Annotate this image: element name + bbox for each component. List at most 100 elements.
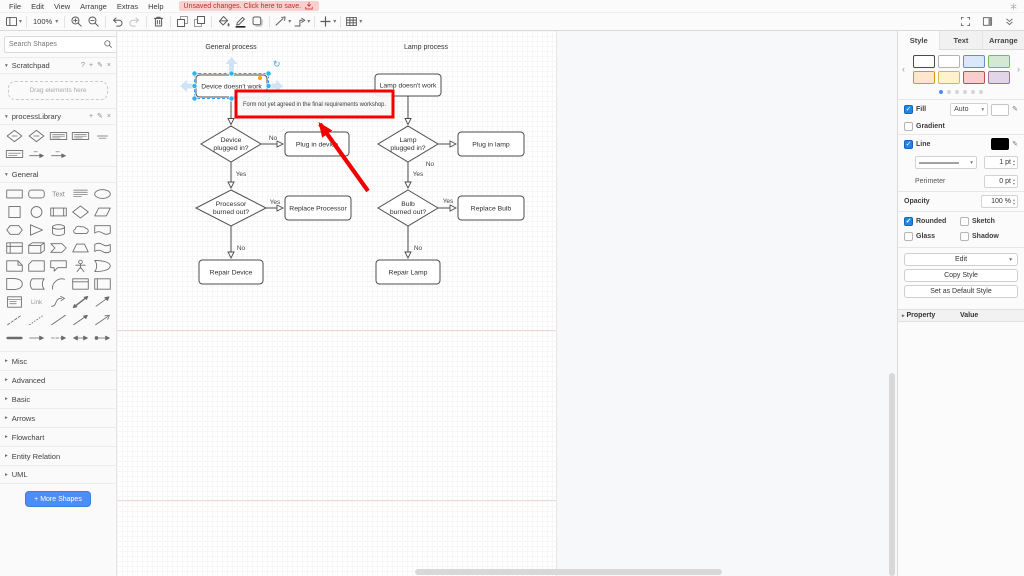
- zoom-in-button[interactable]: [68, 14, 85, 29]
- edge-label[interactable]: No: [236, 244, 247, 253]
- style-preset-4[interactable]: [912, 71, 935, 84]
- shape-square[interactable]: [4, 204, 25, 220]
- shadow-button[interactable]: [249, 14, 266, 29]
- flowchart-edge[interactable]: Yes: [266, 198, 283, 208]
- flowchart-node-replace-processor[interactable]: Replace Processor: [284, 195, 352, 221]
- save-icon[interactable]: [304, 1, 314, 11]
- redo-icon[interactable]: [128, 15, 141, 28]
- delete-icon[interactable]: [152, 15, 165, 28]
- stepper-arrows-icon[interactable]: ▴▾: [1012, 196, 1015, 206]
- shape-list[interactable]: [4, 294, 25, 310]
- sidebar-section-entity-relation[interactable]: ▸Entity Relation: [0, 446, 116, 465]
- theme-icon[interactable]: [1009, 2, 1018, 11]
- style-preset-1[interactable]: [937, 55, 960, 68]
- menu-edit[interactable]: Edit: [31, 1, 45, 11]
- sidebar-section-basic[interactable]: ▸Basic: [0, 389, 116, 408]
- edge-label[interactable]: Yes: [235, 170, 248, 179]
- copy-style-button[interactable]: Copy Style: [904, 269, 1018, 282]
- rotate-handle[interactable]: ↻: [273, 59, 281, 69]
- selection-handle[interactable]: [191, 95, 198, 102]
- stepper-arrows-icon[interactable]: ▴▾: [1012, 157, 1015, 167]
- style-preset-5[interactable]: [937, 71, 960, 84]
- scratchpad-drop-area[interactable]: Drag elements here: [8, 81, 108, 100]
- shape-connector-dot[interactable]: [92, 330, 113, 346]
- glass-checkbox[interactable]: [904, 232, 913, 241]
- fill-checkbox[interactable]: [904, 105, 913, 114]
- line-color-icon[interactable]: [234, 15, 247, 28]
- flowchart-node-repair-lamp[interactable]: Repair Lamp: [375, 259, 441, 285]
- selection-handle[interactable]: [265, 70, 272, 77]
- waypoints-button[interactable]: ▾: [292, 14, 311, 29]
- shape-data-storage[interactable]: [26, 276, 47, 292]
- shape-curve[interactable]: [48, 294, 69, 310]
- shape-process[interactable]: [48, 204, 69, 220]
- perimeter-stepper[interactable]: 0 pt ▴▾: [984, 175, 1018, 188]
- add-icon[interactable]: +: [88, 113, 94, 120]
- shape-cloud[interactable]: [70, 222, 91, 238]
- undo-icon[interactable]: [111, 15, 124, 28]
- pagination-dot[interactable]: [955, 90, 959, 94]
- flowchart-edge[interactable]: Yes: [408, 162, 425, 188]
- scratchpad-header[interactable]: ▾ Scratchpad ?+✎×: [0, 57, 116, 74]
- shape-mini-predefined[interactable]: [48, 128, 69, 144]
- tab-text[interactable]: Text: [939, 31, 982, 50]
- fullscreen-icon[interactable]: [960, 16, 971, 27]
- flowchart-node-plug-in-lamp[interactable]: Plug in lamp: [457, 131, 525, 157]
- to-front-icon[interactable]: [176, 15, 189, 28]
- style-preset-2[interactable]: [962, 55, 985, 68]
- process-library-header[interactable]: ▾ processLibrary +✎×: [0, 108, 116, 125]
- fill-color-button[interactable]: [215, 14, 232, 29]
- selection-handle[interactable]: [191, 83, 198, 89]
- annotation-arrow[interactable]: [318, 121, 370, 193]
- shape-mini-arrow[interactable]: [26, 146, 47, 162]
- set-as-default-style-button[interactable]: Set as Default Style: [904, 285, 1018, 298]
- zoom-out-icon[interactable]: [87, 15, 100, 28]
- edit-icon[interactable]: ✎: [97, 113, 103, 120]
- flowchart-node-repair-device[interactable]: Repair Device: [198, 259, 264, 285]
- view-panels-button[interactable]: ▾: [4, 14, 23, 29]
- collapse-icon[interactable]: [1004, 16, 1015, 27]
- shape-open-arrow-line[interactable]: [92, 312, 113, 328]
- to-back-button[interactable]: [191, 14, 208, 29]
- table-icon[interactable]: [345, 15, 358, 28]
- format-panel-button[interactable]: [979, 14, 996, 29]
- chart-title[interactable]: Lamp process: [404, 44, 448, 51]
- style-preset-7[interactable]: [987, 71, 1010, 84]
- option-rounded[interactable]: Rounded: [904, 217, 960, 226]
- menu-view[interactable]: View: [54, 1, 71, 11]
- edge-label[interactable]: No: [268, 134, 279, 143]
- shape-hexagon[interactable]: [4, 222, 25, 238]
- shape-diagonal-arrow[interactable]: [92, 294, 113, 310]
- pagination-dot[interactable]: [971, 90, 975, 94]
- more-shapes-button[interactable]: + More Shapes: [25, 491, 91, 507]
- shape-arc[interactable]: [48, 276, 69, 292]
- close-icon[interactable]: ×: [106, 62, 111, 69]
- page-grid[interactable]: [117, 31, 556, 576]
- rounded-checkbox[interactable]: [904, 217, 913, 226]
- horizontal-scrollbar[interactable]: [415, 569, 722, 575]
- insert-icon[interactable]: [319, 15, 332, 28]
- search-input[interactable]: [4, 35, 116, 53]
- shape-and[interactable]: [4, 276, 25, 292]
- shape-mini-decision[interactable]: [26, 128, 47, 144]
- shape-triangle[interactable]: [26, 222, 47, 238]
- shadow-checkbox[interactable]: [960, 232, 969, 241]
- shape-rectangle[interactable]: [4, 186, 25, 202]
- menu-extras[interactable]: Extras: [116, 1, 139, 11]
- edit-icon[interactable]: ✎: [1012, 106, 1018, 113]
- shape-double-arrow[interactable]: [70, 330, 91, 346]
- sketch-checkbox[interactable]: [960, 217, 969, 226]
- shape-mini-process[interactable]: [4, 146, 25, 162]
- flowchart-edge[interactable]: Yes: [438, 197, 456, 208]
- line-checkbox[interactable]: [904, 139, 913, 149]
- shape-ellipse[interactable]: [92, 186, 113, 202]
- flowchart-edge[interactable]: No: [425, 144, 456, 169]
- pagination-dot[interactable]: [979, 90, 983, 94]
- collapse-button[interactable]: [1001, 14, 1018, 29]
- shape-tape[interactable]: [92, 240, 113, 256]
- sidebar-section-flowchart[interactable]: ▸Flowchart: [0, 427, 116, 446]
- fill-color-icon[interactable]: [217, 15, 230, 28]
- shape-textbox[interactable]: [70, 186, 91, 202]
